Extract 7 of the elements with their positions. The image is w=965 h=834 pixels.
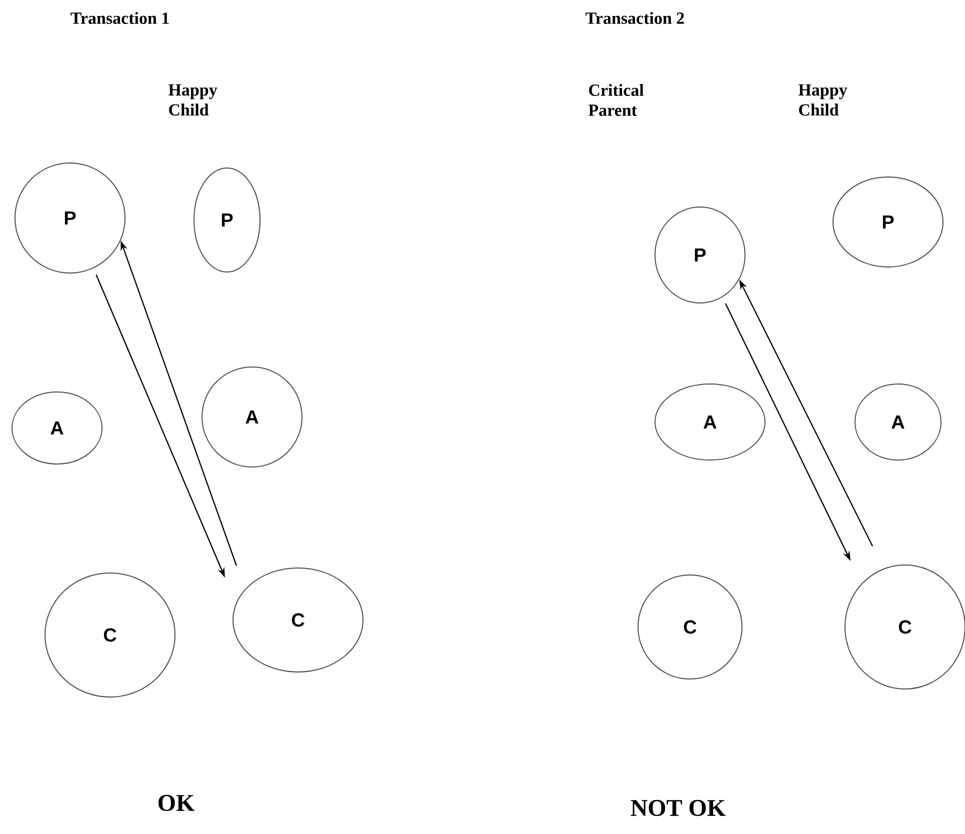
heading-text: Critical Parent (588, 84, 644, 116)
heading-text: Happy Child (168, 84, 218, 116)
heading-text: OK (158, 794, 194, 812)
heading-text: Happy Child (798, 84, 848, 116)
heading-text: Transaction 1 (70, 12, 169, 24)
heading-text: Transaction 2 (586, 12, 684, 24)
heading-text: NOT OK (630, 800, 726, 816)
